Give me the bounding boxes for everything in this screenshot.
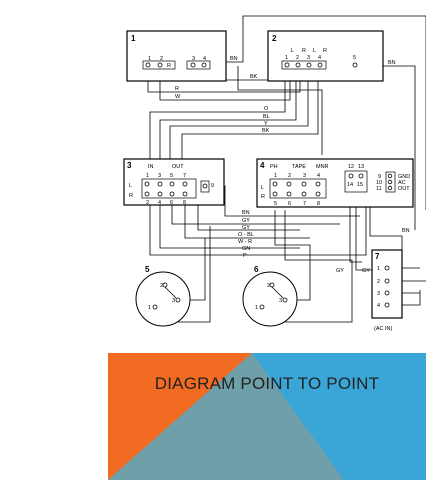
- block-7: 7 1 2 3 4 (AC IN): [371, 249, 403, 332]
- pin-label: 15: [357, 182, 363, 188]
- wire-label: BN: [242, 210, 250, 216]
- pin-label: 3: [158, 173, 161, 179]
- pin-label: 1: [148, 305, 151, 311]
- pin-label: 8: [183, 200, 186, 206]
- block-label: PH: [270, 164, 278, 170]
- pin-label: 4: [203, 56, 206, 62]
- wire-label: BN: [388, 60, 396, 66]
- pin-label: 12: [348, 164, 354, 170]
- pin-label: L: [291, 48, 294, 54]
- pin-label: 2: [146, 200, 149, 206]
- pin-label: R: [323, 48, 327, 54]
- pin-label: 3: [303, 173, 306, 179]
- pin-label: 1: [255, 305, 258, 311]
- wire-label: BK: [262, 128, 270, 134]
- slide-background: [108, 353, 426, 480]
- pin-label: R: [302, 48, 306, 54]
- block-number: 7: [375, 252, 380, 261]
- wire-label: P: [243, 253, 247, 259]
- pin-label: OUT: [398, 186, 410, 192]
- block-number: 1: [131, 34, 136, 43]
- block-label: OUT: [172, 164, 184, 170]
- pin-label: AC: [398, 180, 406, 186]
- wire-label: GY: [336, 268, 344, 274]
- row-label: R: [129, 193, 133, 199]
- pin-label: 4: [158, 200, 161, 206]
- block-number: 3: [127, 161, 132, 170]
- pin-label: 6: [170, 200, 173, 206]
- block-number: 5: [145, 265, 150, 274]
- block-2: 2 L R L R 1 2 3 4 5: [267, 30, 384, 82]
- pin-label: 5: [170, 173, 173, 179]
- pin-label: 1: [148, 56, 151, 62]
- pin-label: 7: [183, 173, 186, 179]
- wire-label: GY: [242, 218, 250, 224]
- wire-label: GY: [362, 268, 370, 274]
- pin-label: 1: [274, 173, 277, 179]
- wire-label: R: [175, 86, 179, 92]
- block-4: 4 PH TAPE MNR 1 2 3 4 L R 5 6 7 8 12 13 …: [256, 158, 414, 208]
- pin-label: 6: [288, 201, 291, 207]
- pin-label: 3: [192, 56, 195, 62]
- row-label: L: [129, 183, 132, 189]
- pin-label: 2: [296, 55, 299, 61]
- block-label: TAPE: [292, 164, 306, 170]
- wire-label: BN: [402, 228, 410, 234]
- pin-label: 2: [377, 279, 380, 285]
- block-caption: (AC IN): [374, 326, 393, 332]
- pin-label: 5: [353, 55, 356, 61]
- pin-label: 8: [317, 201, 320, 207]
- pin-label: 11: [376, 186, 382, 192]
- pin-label: 7: [303, 201, 306, 207]
- pin-label: 3: [377, 291, 380, 297]
- pin-label: 1: [377, 266, 380, 272]
- pin-label: 9: [211, 183, 214, 189]
- row-label: R: [261, 194, 265, 200]
- pin-label: 3: [279, 298, 282, 304]
- wire-label: O: [264, 106, 269, 112]
- pin-label: 14: [347, 182, 353, 188]
- title-slide: DIAGRAM POINT TO POINT: [108, 353, 426, 480]
- connector-5: 5 1 2 3: [135, 265, 191, 327]
- block-label: IN: [148, 164, 154, 170]
- block-number: 2: [272, 34, 277, 43]
- pin-label: L: [313, 48, 316, 54]
- block-number: 6: [254, 265, 259, 274]
- pin-label: 1: [146, 173, 149, 179]
- wire-label: BL: [263, 114, 270, 120]
- wire-label: BK: [250, 74, 258, 80]
- block-1: 1 1 2 3 4 R: [126, 30, 227, 82]
- block-number: 4: [260, 161, 265, 170]
- wire-label: O - BL: [238, 232, 254, 238]
- pin-label: 2: [160, 283, 163, 289]
- pin-label: 13: [358, 164, 364, 170]
- pin-label: 4: [318, 55, 321, 61]
- pin-label: 9: [378, 174, 381, 180]
- wire-label: W - R: [238, 239, 252, 245]
- pin-label: GND: [398, 174, 410, 180]
- pin-label: 3: [307, 55, 310, 61]
- pin-label: 4: [317, 173, 320, 179]
- connector-6: 6 1 2 3: [242, 265, 298, 327]
- row-label: L: [261, 185, 264, 191]
- pin-label: 1: [285, 55, 288, 61]
- wire-label: W: [175, 94, 181, 100]
- pin-label: 2: [160, 56, 163, 62]
- pin-label: 3: [172, 298, 175, 304]
- pin-label: 2: [267, 283, 270, 289]
- pin-label: 5: [274, 201, 277, 207]
- wire-label: Y: [264, 121, 268, 127]
- wiring-diagram: BN BK R W O BL Y BK BN BN GY GY O - BL W…: [123, 15, 426, 332]
- pin-label: 4: [377, 303, 380, 309]
- pin-label: 10: [376, 180, 382, 186]
- wire-label: GY: [242, 225, 250, 231]
- pin-label: 2: [288, 173, 291, 179]
- slide-title: DIAGRAM POINT TO POINT: [154, 374, 380, 393]
- pin-label: R: [167, 63, 171, 69]
- wire-labels: BN BK R W O BL Y BK BN BN GY GY O - BL W…: [175, 56, 410, 274]
- wire-label: BN: [230, 56, 238, 62]
- block-3: 3 IN OUT 1 3 5 7 L R 9 2 4 6 8: [123, 158, 225, 206]
- block-label: MNR: [316, 164, 329, 170]
- wire-label: GN: [242, 246, 250, 252]
